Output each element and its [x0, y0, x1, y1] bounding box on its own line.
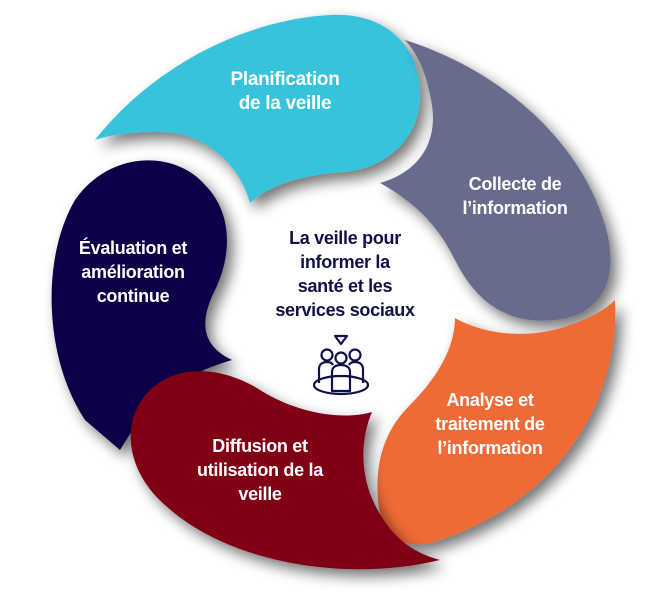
step-planification-label: Planification de la veille [230, 69, 340, 114]
people-group-icon [312, 334, 370, 396]
segment-collecte [380, 40, 611, 321]
center-title: La veille pour informer la santé et les … [275, 228, 415, 320]
step-analyse-label: Analyse et traitement de l’information [435, 390, 545, 458]
segment-planification [95, 14, 420, 204]
step-evaluation-label: Évaluation et amélioration continue [78, 238, 188, 306]
step-diffusion-label: Diffusion et utilisation de la veille [197, 436, 323, 504]
segment-diffusion [130, 371, 440, 570]
step-collecte-label: Collecte de l’information [462, 174, 568, 218]
segment-analyse [377, 300, 616, 545]
